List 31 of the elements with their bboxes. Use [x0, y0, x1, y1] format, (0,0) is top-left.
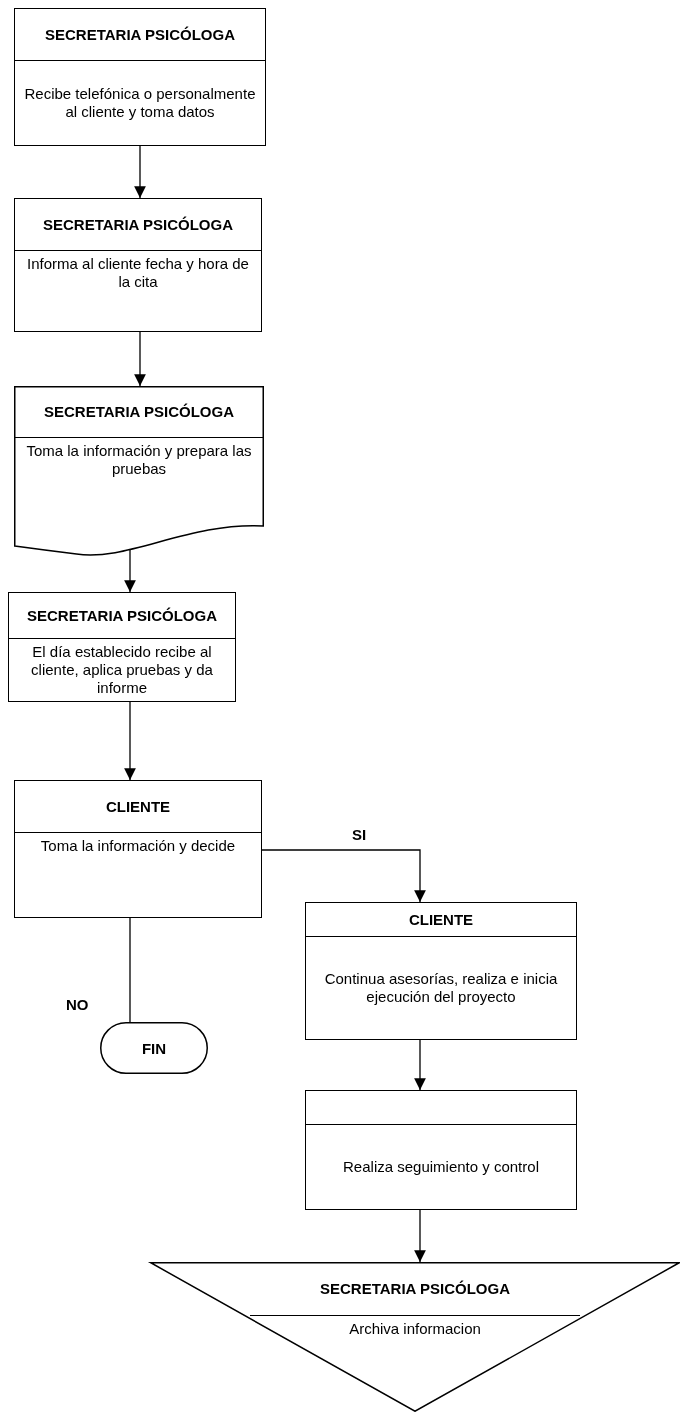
step-description: El día establecido recibe al cliente, aplica pruebas y da informe — [30, 642, 214, 698]
step-description: Toma la información y decide — [39, 836, 237, 856]
merge-triangle — [150, 1262, 680, 1412]
role-heading: SECRETARIA PSICÓLOGA — [44, 403, 234, 420]
role-heading: SECRETARIA PSICÓLOGA — [27, 607, 217, 624]
step-description: Toma la información y prepara las pruebas — [25, 441, 253, 479]
role-heading: SECRETARIA PSICÓLOGA — [320, 1280, 510, 1297]
role-heading: CLIENTE — [105, 798, 171, 815]
arrow — [134, 145, 146, 199]
document-shape — [14, 386, 264, 556]
arrow — [261, 849, 426, 903]
step-description: Realiza seguimiento y control — [342, 1157, 540, 1177]
role-heading: SECRETARIA PSICÓLOGA — [43, 216, 233, 233]
arrow — [124, 701, 136, 781]
arrow — [414, 1039, 426, 1091]
process-box — [305, 902, 577, 1040]
arrow — [414, 1209, 426, 1263]
process-box — [8, 592, 236, 702]
terminator-shape — [100, 1022, 208, 1074]
role-heading: CLIENTE — [408, 911, 474, 928]
end-label: FIN — [141, 1039, 167, 1057]
step-description: Informa al cliente fecha y hora de la cita — [26, 254, 250, 292]
process-box — [14, 8, 266, 146]
role-heading: SECRETARIA PSICÓLOGA — [45, 26, 235, 43]
arrow — [134, 331, 146, 387]
process-box — [14, 780, 262, 918]
step-description: Continua asesorías, realiza e inicia ejecución del proyecto — [323, 969, 559, 1007]
step-description: Archiva informacion — [348, 1319, 482, 1339]
step-description: Recibe telefónica o personalmente al cliente y toma datos — [23, 84, 257, 122]
process-box — [305, 1090, 577, 1210]
process-box — [14, 198, 262, 332]
